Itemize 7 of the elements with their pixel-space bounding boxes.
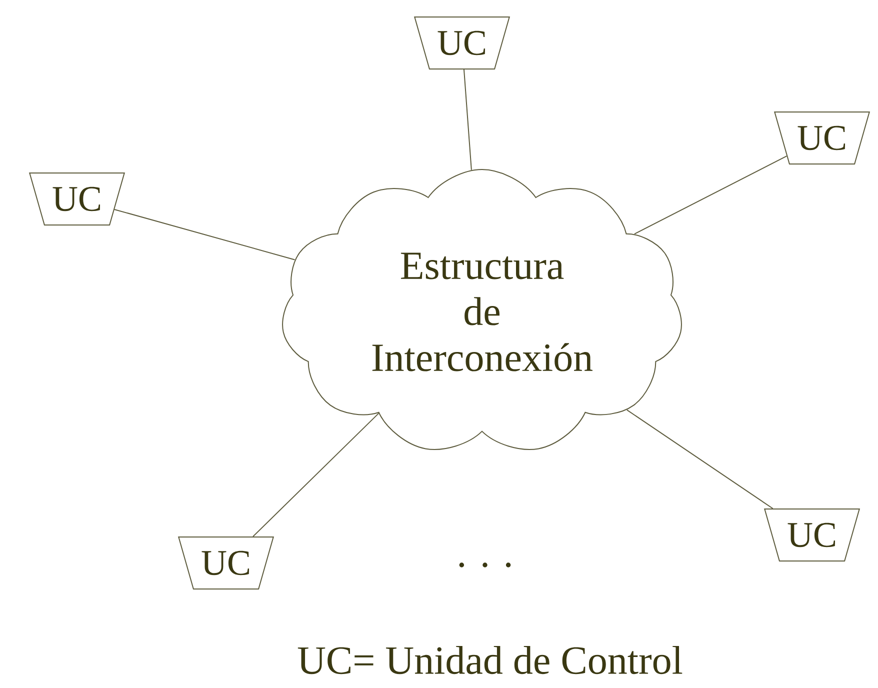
connector-line — [463, 69, 472, 170]
connector-line — [626, 409, 774, 509]
note-text: UC= Unidad de Control — [298, 646, 682, 674]
connector-line — [114, 208, 296, 260]
connector-line — [634, 156, 788, 234]
ellipsis-text: . . . — [459, 562, 511, 568]
connector-line — [252, 412, 380, 537]
